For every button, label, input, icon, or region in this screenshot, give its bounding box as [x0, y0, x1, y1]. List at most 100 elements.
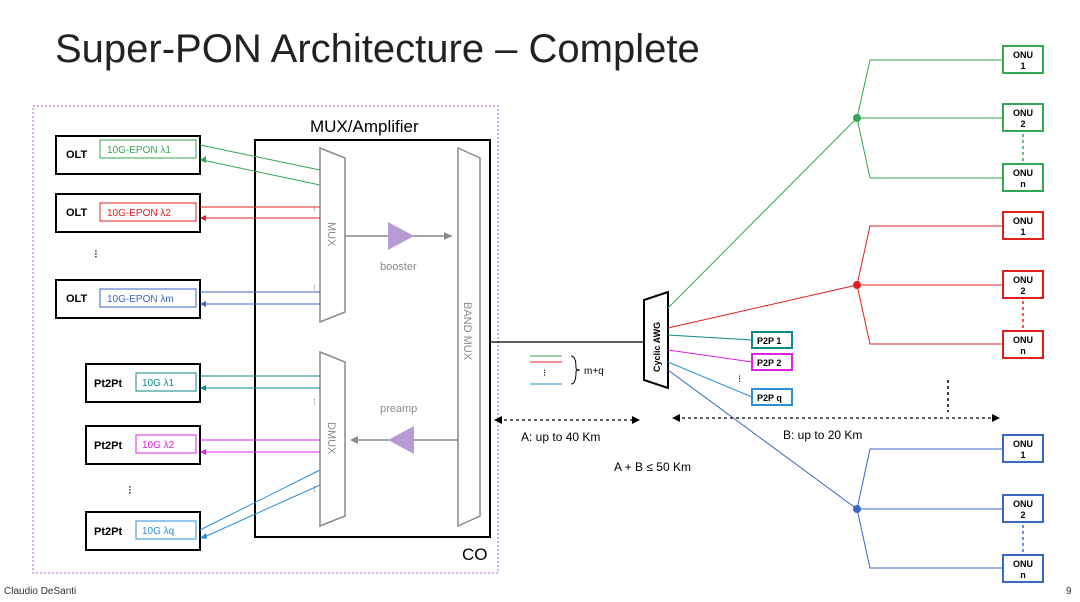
onu-label: ONU — [1013, 50, 1033, 60]
onu-blue-n: ONU n — [1002, 554, 1044, 583]
booster-label: booster — [380, 261, 417, 273]
p2p-row-2: Pt2Pt 10G λ2 — [85, 425, 320, 465]
onu-label: ONU — [1013, 499, 1033, 509]
dmux-block — [319, 350, 346, 528]
onu-box — [1002, 494, 1044, 523]
onu-index: 2 — [1020, 119, 1025, 129]
green-drop-n — [856, 117, 1003, 179]
olt-port — [99, 288, 197, 308]
onu-index: 1 — [1020, 227, 1025, 237]
onu-index: 2 — [1020, 510, 1025, 520]
page-number: 9 — [1066, 586, 1072, 597]
olt-port-label: 10G-EPON λ2 — [107, 208, 171, 219]
distance-total-label: A + B ≤ 50 Km — [614, 460, 691, 474]
band-mux-block — [457, 146, 481, 528]
legend-label: m+q — [584, 366, 604, 377]
onu-box — [1002, 45, 1044, 74]
onu-red-2: ONU 2 — [1002, 270, 1044, 299]
blue-feeder — [667, 369, 858, 510]
dmux-ellipsis-2: ⁝ — [313, 484, 316, 494]
red-feeder — [667, 284, 858, 329]
p2p-port-2 — [751, 353, 793, 371]
onu-box — [1002, 163, 1044, 192]
onu-label: ONU — [1013, 168, 1033, 178]
onu-label: ONU — [1013, 275, 1033, 285]
onu-box — [1002, 330, 1044, 359]
pt2pt-box-label: Pt2Pt — [94, 440, 122, 452]
p2p-ellipsis: ⁝ — [738, 374, 741, 385]
distance-b-arrowhead-left — [672, 414, 680, 422]
p2p-3-downstream — [201, 484, 321, 539]
p2p-3-arrowhead — [200, 533, 207, 539]
olt-port-label: 10G-EPON λm — [107, 294, 174, 305]
onu-box — [1002, 434, 1044, 463]
blue-drop-1 — [856, 448, 1003, 510]
pt2pt-box — [85, 511, 201, 551]
olt-row-1: OLT 10G-EPON λ1 — [55, 135, 321, 186]
onu-box — [1002, 103, 1044, 132]
pt2pt-box — [85, 425, 201, 465]
onu-box — [1002, 554, 1044, 583]
olt-box-label: OLT — [66, 293, 87, 305]
legend-brace — [570, 355, 581, 385]
olt-1-upstream — [199, 144, 321, 171]
booster-triangle — [388, 222, 414, 250]
onu-green-2: ONU 2 — [1002, 103, 1044, 132]
olt-row-3: OLT 10G-EPON λm — [55, 279, 320, 319]
red-drop-1 — [856, 225, 1003, 286]
olt-box — [55, 193, 201, 233]
blue-drop-n — [856, 508, 1003, 569]
onu-green-1: ONU 1 — [1002, 45, 1044, 74]
onu-index: 1 — [1020, 61, 1025, 71]
preamp-arrowhead — [350, 436, 358, 444]
onu-index: n — [1020, 570, 1026, 580]
pt2pt-port — [135, 520, 197, 540]
legend-ellipsis: ⁝ — [543, 368, 546, 379]
onu-label: ONU — [1013, 108, 1033, 118]
distance-a-arrowhead-right — [632, 416, 640, 424]
onu-label: ONU — [1013, 559, 1033, 569]
band-mux-label: BAND MUX — [461, 302, 473, 361]
distance-a-label: A: up to 40 Km — [521, 430, 600, 444]
p2p-row-1: Pt2Pt 10G λ1 — [85, 363, 320, 403]
onu-green-n: ONU n — [1002, 163, 1044, 192]
olt-port-label: 10G-EPON λ1 — [107, 145, 171, 156]
preamp-label: preamp — [380, 403, 417, 415]
pt2pt-box — [85, 363, 201, 403]
p2p-port-2-label: P2P 2 — [757, 358, 781, 368]
p2p-1-arrowhead — [200, 385, 206, 391]
olt-port — [99, 139, 197, 159]
footer-author: Claudio DeSanti — [4, 586, 76, 597]
p2p-port-q-label: P2P q — [757, 393, 782, 403]
olt-3-arrowhead — [200, 301, 206, 307]
slide-title: Super-PON Architecture – Complete — [55, 27, 700, 71]
p2p-port-q — [751, 388, 793, 406]
mux-label: MUX — [325, 222, 337, 247]
olt-port — [99, 202, 197, 222]
pt2pt-box-label: Pt2Pt — [94, 378, 122, 390]
mux-amplifier-box — [254, 139, 491, 538]
onu-red-n: ONU n — [1002, 330, 1044, 359]
onu-box — [1002, 211, 1044, 240]
p2p-port-1-label: P2P 1 — [757, 336, 781, 346]
distance-b-label: B: up to 20 Km — [783, 428, 862, 442]
onu-index: 2 — [1020, 286, 1025, 296]
preamp-triangle — [388, 426, 414, 454]
dmux-label: DMUX — [325, 422, 337, 455]
onu-index: n — [1020, 179, 1026, 189]
p2p-port-1 — [751, 331, 793, 349]
p2p-1-line — [667, 334, 753, 341]
pt2pt-port-label: 10G λq — [142, 526, 174, 537]
pt2pt-port — [135, 434, 197, 454]
distance-b-arrowhead-right — [992, 414, 1000, 422]
onu-red-1: ONU 1 — [1002, 211, 1044, 240]
olt-1-downstream — [201, 159, 321, 186]
mux-ellipsis-2: ⁝ — [313, 282, 316, 292]
p2p-3-upstream — [199, 469, 321, 531]
green-drop-1 — [856, 59, 1003, 119]
onu-index: n — [1020, 346, 1026, 356]
p2p-2-line — [667, 349, 753, 363]
olt-ellipsis: ⁝ — [94, 247, 98, 261]
green-feeder — [667, 117, 858, 309]
